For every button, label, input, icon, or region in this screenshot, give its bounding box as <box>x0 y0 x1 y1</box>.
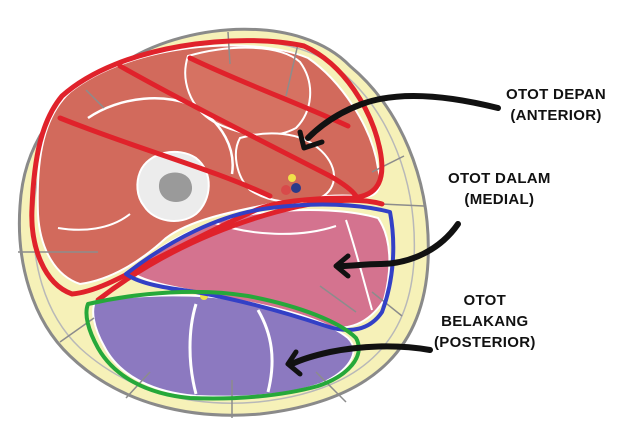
septum-lines <box>18 31 425 418</box>
semitendinosus-fascia <box>256 309 274 393</box>
posterior-outline <box>84 289 361 401</box>
arrow-posterior <box>285 343 433 377</box>
label-medial-line2: (MEDIAL) <box>464 191 535 208</box>
label-medial: OTOT DALAM (MEDIAL) <box>448 168 551 210</box>
anterior-outline <box>29 38 385 303</box>
label-anterior-line2: (ANTERIOR) <box>510 107 602 124</box>
label-anterior: OTOT DEPAN (ANTERIOR) <box>506 84 606 126</box>
label-posterior: OTOT BELAKANG (POSTERIOR) <box>434 290 536 353</box>
vastus-fascia-line <box>57 213 131 231</box>
femoral-vein <box>281 185 291 195</box>
femoral-artery <box>291 183 301 193</box>
medial-outline <box>124 202 396 332</box>
semimembranosus-fascia <box>188 303 198 395</box>
femur-marrow <box>158 172 193 202</box>
label-posterior-line1: OTOT <box>463 292 507 309</box>
arrow-anterior <box>297 92 501 151</box>
label-medial-line1: OTOT DALAM <box>448 170 551 187</box>
label-posterior-line2: BELAKANG <box>441 313 529 330</box>
label-anterior-line1: OTOT DEPAN <box>506 86 606 103</box>
label-posterior-line3: (POSTERIOR) <box>434 334 536 351</box>
arrow-medial <box>333 221 461 279</box>
saphenous-nerve <box>288 174 296 182</box>
